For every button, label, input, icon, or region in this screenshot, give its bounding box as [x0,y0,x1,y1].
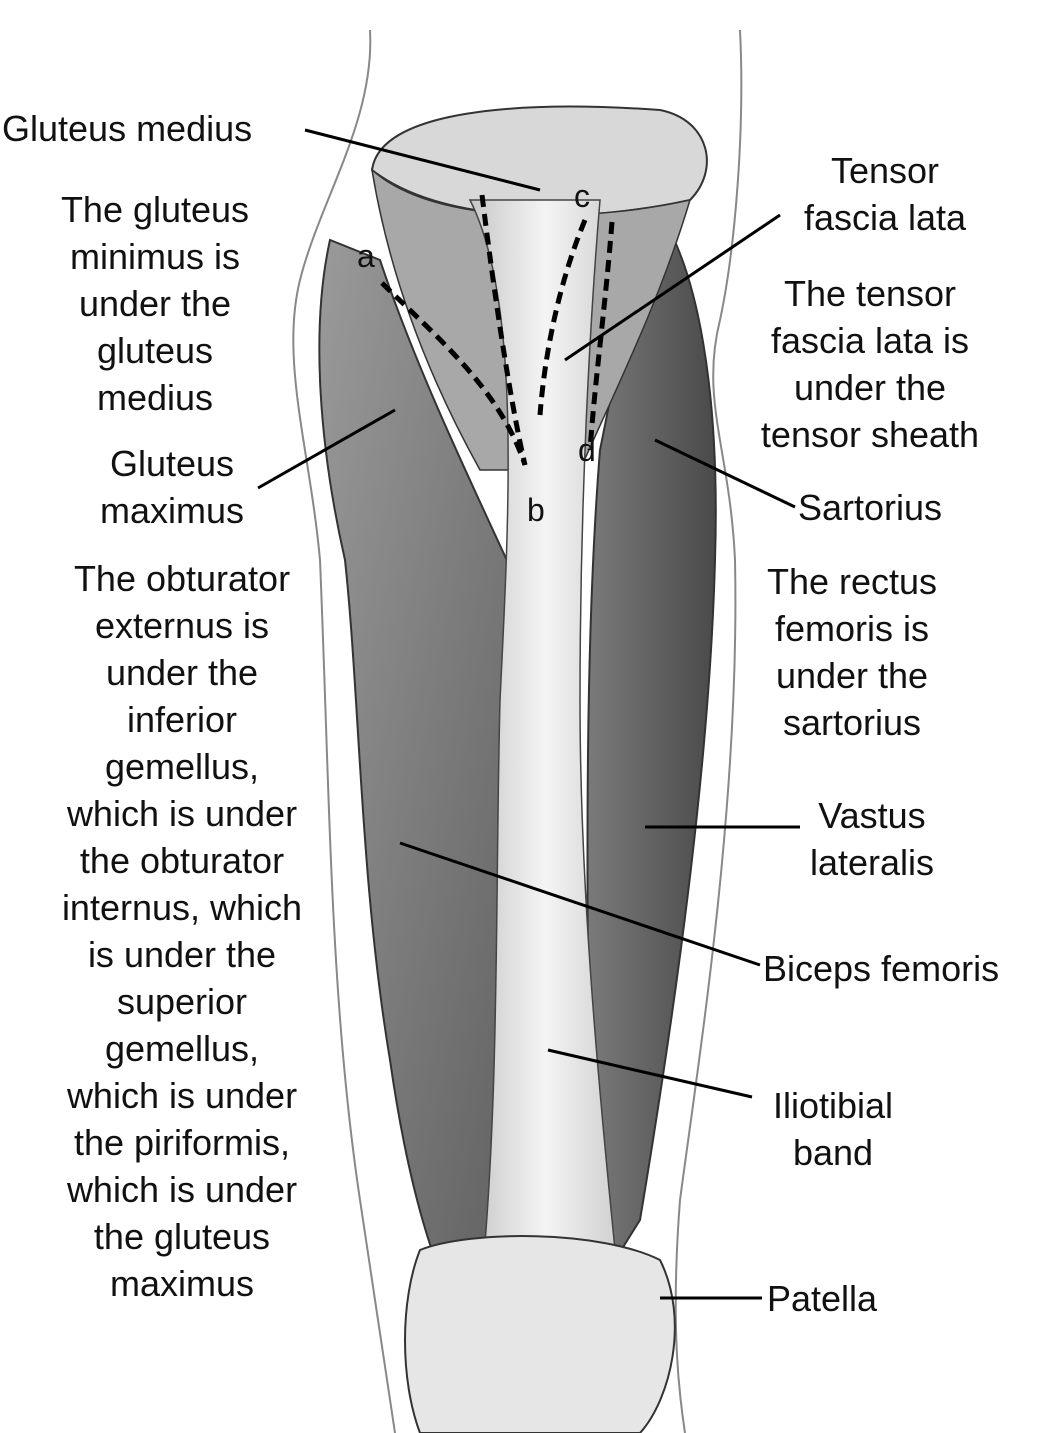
text-line: fascia lata [803,197,967,238]
text-line: maximus [109,1263,255,1304]
text-line: which is under [66,1075,298,1116]
text-line: The rectus [766,561,938,602]
label-gluteus-medius: Gluteus medius [2,108,253,149]
text-line: medius [96,377,214,418]
text-line: is under the [87,934,277,975]
text-line: The tensor [783,273,957,314]
text-line: under the [105,652,259,693]
text-line: minimus is [69,236,240,277]
text-line: which is under [66,1169,298,1210]
text-line: gluteus [96,330,214,371]
text-line: sartorius [782,702,922,743]
note-tensor: The tensor fascia lata is under the tens… [740,270,1000,458]
label-vastus-lateralis: Vastus lateralis [772,792,972,886]
marker-b: b [527,492,545,528]
label-biceps-femoris: Biceps femoris [763,948,1000,989]
text-line: lateralis [809,842,935,883]
text-line: Iliotibial [772,1085,894,1126]
dashed-lines [380,194,615,466]
marker-a: a [357,238,375,274]
note-obturator: The obturator externus is under the infe… [32,555,332,1307]
text-line: Gluteus [109,443,235,484]
label-gluteus-maximus: Gluteus maximus [72,440,272,534]
text-line: superior [116,981,248,1022]
text-line: fascia lata is [770,320,970,361]
note-rectus-femoris: The rectus femoris is under the sartoriu… [742,558,962,746]
text-line: under the [78,283,232,324]
text-line: under the [793,367,947,408]
text-line: externus is [94,605,270,646]
note-gluteus-minimus: The gluteus minimus is under the gluteus… [35,186,275,421]
text-line: tensor sheath [760,414,980,455]
text-line: the piriformis, [73,1122,291,1163]
marker-c: c [574,178,590,214]
text-line: the obturator [79,840,285,881]
text-line: which is under [66,793,298,834]
text-line: the gluteus [93,1216,271,1257]
text-line: gemellus, [104,1028,260,1069]
leader-lines [257,128,800,1300]
text-line: The obturator [73,558,291,599]
text-line: femoris is [774,608,930,649]
marker-d: d [578,432,596,468]
text-line: band [792,1132,874,1173]
text-line: The gluteus [60,189,250,230]
label-sartorius: Sartorius [798,487,943,528]
text-line: under the [775,655,929,696]
label-iliotibial-band: Iliotibial band [743,1082,923,1176]
text-line: internus, which [61,887,303,928]
text-line: gemellus, [104,746,260,787]
label-tensor-fascia-lata: Tensor fascia lata [775,147,995,241]
text-line: inferior [126,699,238,740]
text-line: Vastus [818,795,926,836]
text-line: maximus [99,490,245,531]
label-patella: Patella [767,1278,878,1319]
text-line: Tensor [830,150,940,191]
